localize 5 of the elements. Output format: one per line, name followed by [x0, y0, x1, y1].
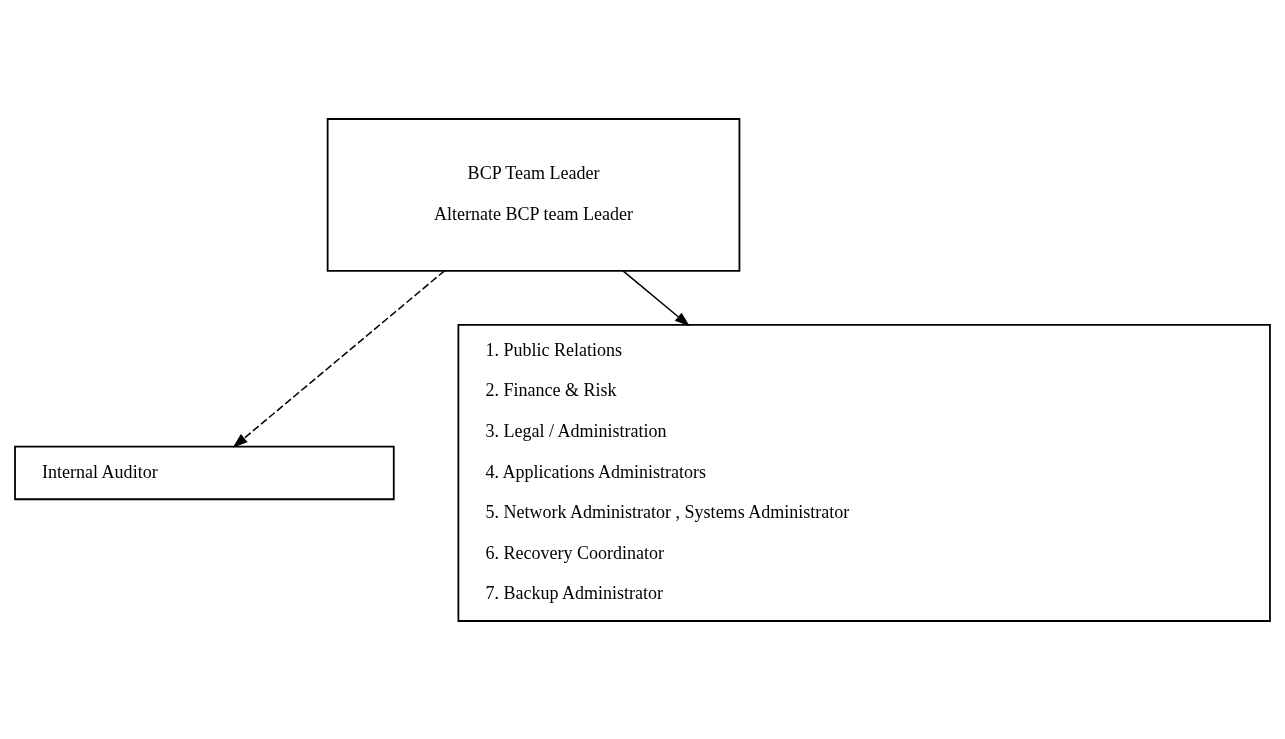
node-box: BCP Team Leader Alternate BCP team Leader — [326, 117, 741, 272]
node-box: 1. Public Relations 2. Finance & Risk 3. Legal / Administration 4. Applications Administrators 5. Network Administrator , Systems Administrator 6. Recovery Coordinator 7. Backup Administrator — [457, 323, 1271, 622]
arrow — [622, 269, 690, 326]
node-box: Internal Auditor — [14, 445, 395, 500]
arrow — [232, 269, 446, 448]
